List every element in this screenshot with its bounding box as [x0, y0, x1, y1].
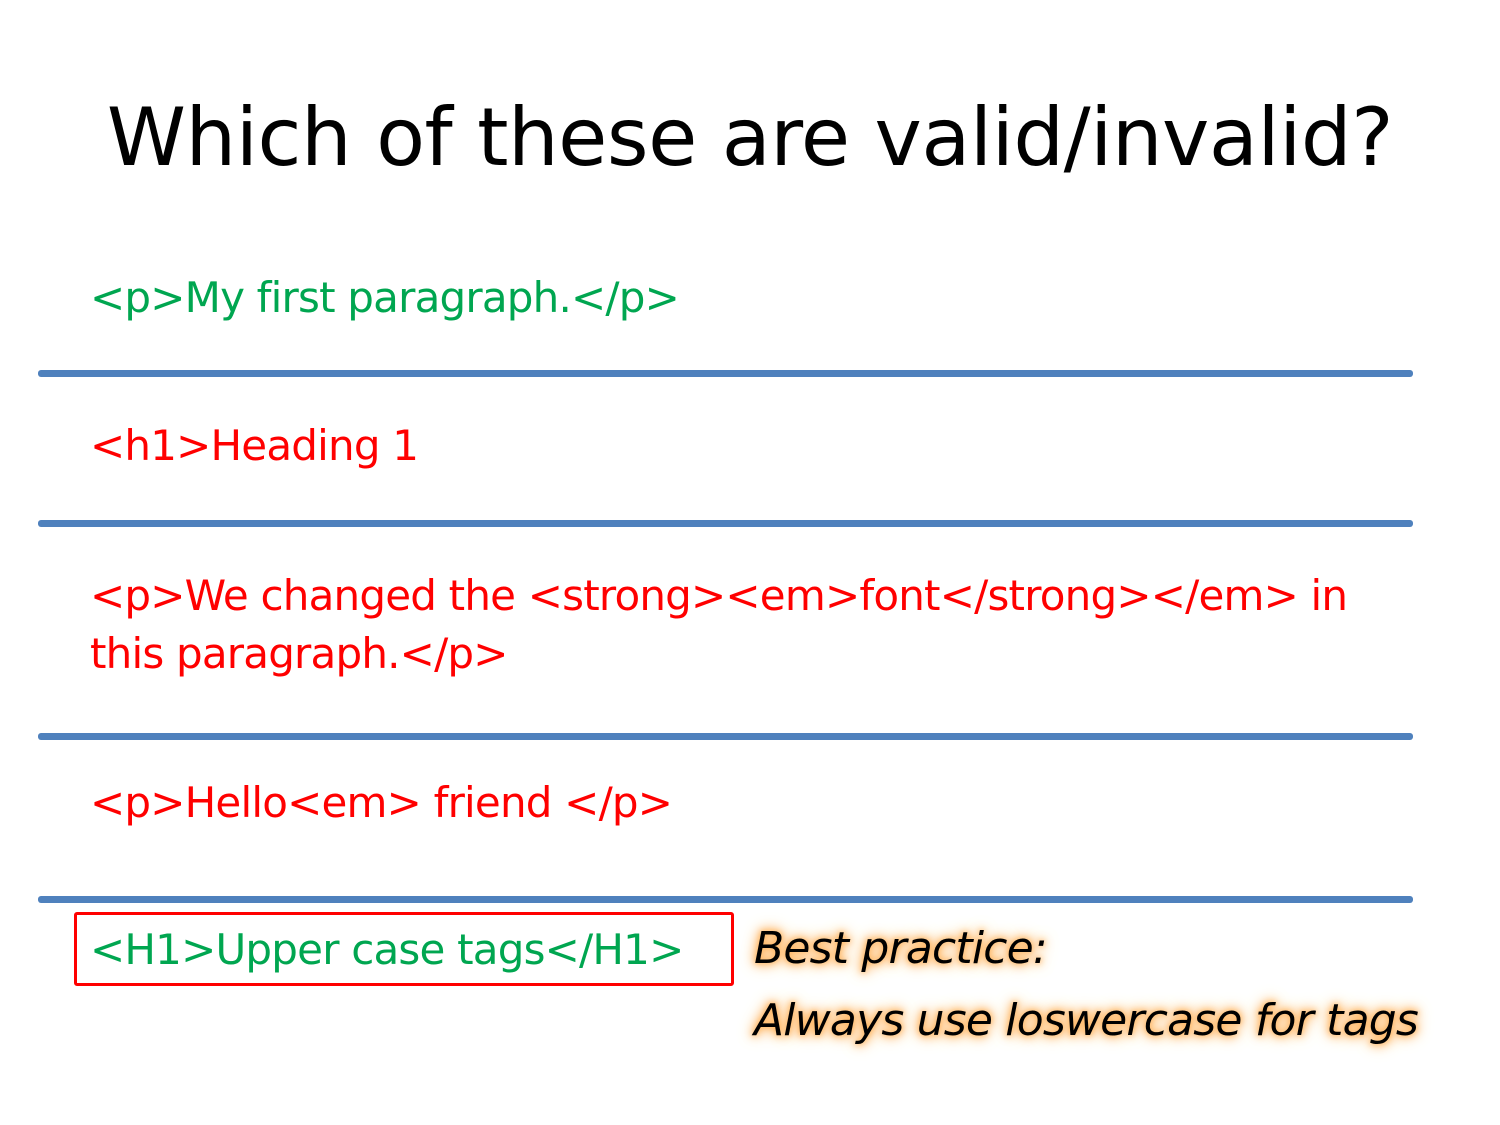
slide-title: Which of these are valid/invalid? [106, 91, 1394, 184]
divider-2 [38, 520, 1413, 527]
divider-4 [38, 896, 1413, 903]
best-practice-heading: Best practice: [754, 923, 1048, 974]
example-misnested-tags: <p>We changed the <strong><em>font</stro… [90, 571, 1348, 678]
example-unclosed-heading: <h1>Heading 1 [90, 421, 419, 470]
divider-1 [38, 370, 1413, 377]
example-uppercase-tags: <H1>Upper case tags</H1> [90, 925, 684, 974]
example-unclosed-em: <p>Hello<em> friend </p> [90, 778, 673, 827]
divider-3 [38, 733, 1413, 740]
best-practice-text: Always use loswercase for tags [754, 995, 1419, 1046]
example-valid-paragraph: <p>My first paragraph.</p> [90, 273, 680, 322]
highlight-box [74, 912, 734, 986]
